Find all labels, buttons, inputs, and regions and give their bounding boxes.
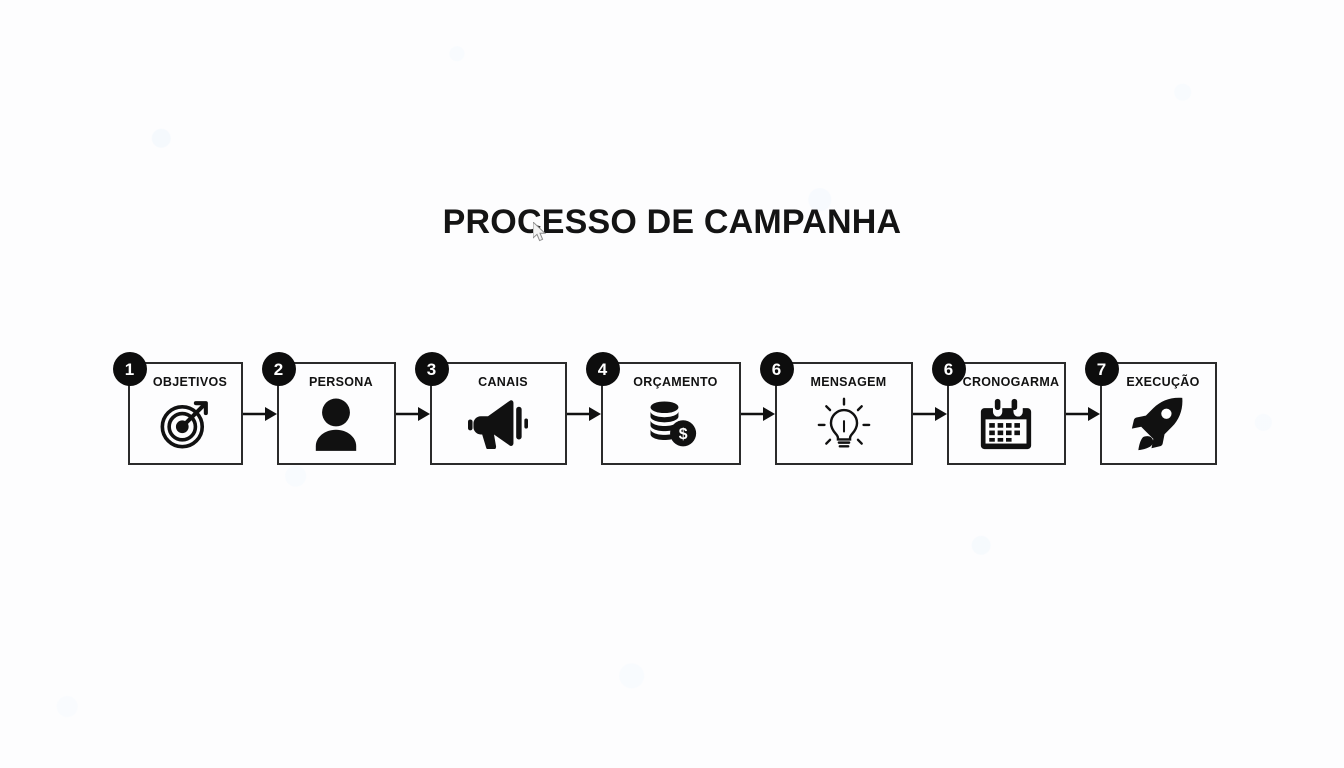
step-label: PERSONA: [309, 375, 373, 389]
target-icon: [156, 389, 214, 463]
step-number-badge: 1: [112, 352, 147, 386]
arrow-right-icon: [1065, 362, 1100, 465]
megaphone-icon: [468, 389, 528, 463]
step-number-badge: 7: [1084, 352, 1119, 386]
mouse-cursor-artifact: [532, 214, 546, 242]
rocket-icon: [1130, 389, 1186, 463]
step-number-badge: 2: [261, 352, 296, 386]
step-label: MENSAGEM: [810, 375, 887, 389]
arrow-right-icon: [566, 362, 601, 465]
arrow-right-icon: [242, 362, 277, 465]
step-number-badge: 3: [414, 352, 449, 386]
step-label: CRONOGARMA: [962, 375, 1060, 389]
page-title: PROCESSO DE CAMPANHA: [442, 202, 902, 242]
step-number-badge: 4: [585, 352, 620, 386]
arrow-right-icon: [395, 362, 430, 465]
step-label: ORÇAMENTO: [633, 375, 718, 389]
step-number-badge: 6: [931, 352, 966, 386]
step-label: OBJETIVOS: [152, 375, 228, 389]
step-number-badge: 6: [759, 352, 794, 386]
coins-icon: $: [644, 389, 698, 463]
person-icon: [311, 389, 361, 463]
svg-text:$: $: [678, 426, 687, 443]
lightbulb-icon: [817, 389, 871, 463]
title-container: PROCESSO DE CAMPANHA: [0, 182, 1344, 262]
arrow-right-icon: [740, 362, 775, 465]
step-label: EXECUÇÃO: [1126, 375, 1200, 389]
step-label: CANAIS: [478, 375, 528, 389]
calendar-icon: [979, 389, 1033, 463]
arrow-right-icon: [912, 362, 947, 465]
